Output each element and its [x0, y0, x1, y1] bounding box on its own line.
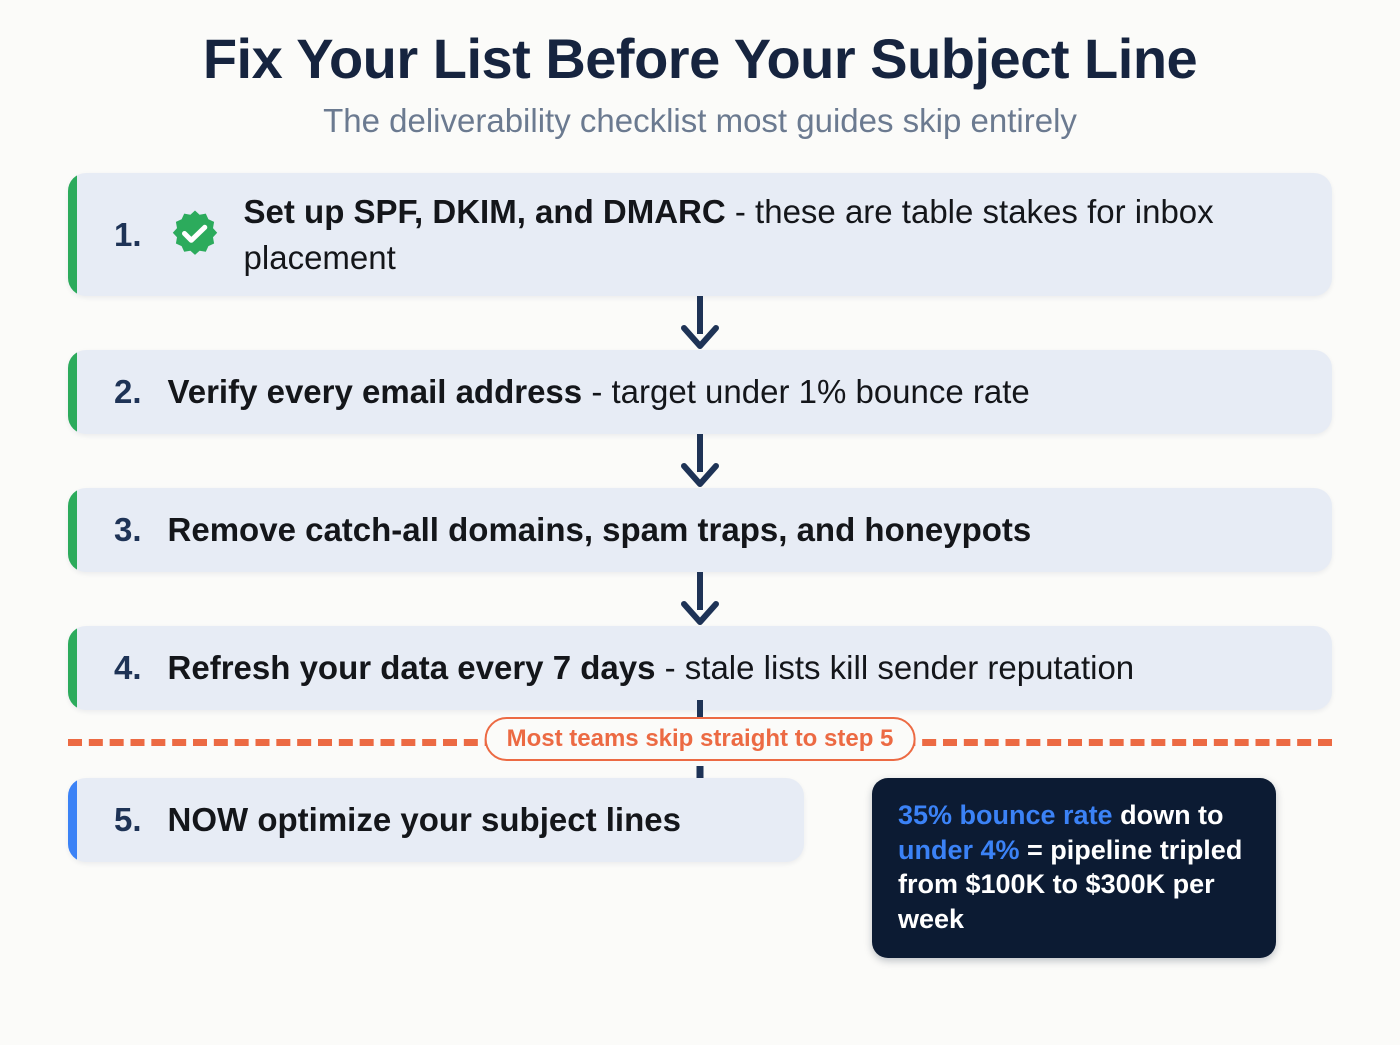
step-row-4: 4. Refresh your data every 7 days - stal… [0, 626, 1400, 711]
step-lead-1: Set up SPF, DKIM, and DMARC [243, 193, 726, 231]
step-accent-bar-4 [68, 626, 77, 711]
step-number-4: 4. [114, 649, 142, 687]
result-outcome-text: = pipeline tripled from $100K to $300K p… [898, 834, 1243, 934]
step-card-3[interactable]: 3. Remove catch-all domains, spam traps,… [68, 488, 1332, 573]
result-metric-before: 35% bounce rate [898, 800, 1113, 831]
step-card-2[interactable]: 2. Verify every email address - target u… [68, 350, 1332, 435]
step-row-2: 2. Verify every email address - target u… [0, 350, 1400, 435]
step-accent-bar-1 [68, 173, 77, 297]
step-text-4: Refresh your data every 7 days - stale l… [168, 645, 1135, 691]
result-connector-text: down to [1112, 800, 1224, 831]
step-lead-4: Refresh your data every 7 days [167, 649, 656, 687]
step-accent-bar-2 [68, 350, 77, 435]
verified-check-badge-icon [168, 208, 222, 262]
final-row: 5. NOW optimize your subject lines 35% b… [0, 766, 1400, 959]
step-number-3: 3. [114, 511, 142, 549]
step-text-1: Set up SPF, DKIM, and DMARC - these are … [244, 189, 1310, 280]
step-text-2: Verify every email address - target unde… [168, 369, 1030, 415]
step-number-5: 5. [114, 801, 142, 839]
step-lead-2: Verify every email address [167, 373, 583, 411]
step-accent-bar-5 [68, 778, 77, 863]
step-number-1: 1. [114, 215, 142, 253]
step-text-3: Remove catch-all domains, spam traps, an… [168, 507, 1032, 553]
steps-stack: 1. Set up SPF, DKIM, and DMARC - these a… [0, 173, 1400, 959]
result-callout-box: 35% bounce rate down to under 4% = pipel… [872, 778, 1276, 959]
step-number-2: 2. [114, 373, 142, 411]
connector-arrow-1-2 [0, 296, 1400, 350]
divider-label-pill: Most teams skip straight to step 5 [484, 717, 916, 762]
connector-arrow-2-3 [0, 434, 1400, 488]
step-card-1[interactable]: 1. Set up SPF, DKIM, and DMARC - these a… [68, 173, 1332, 297]
step-lead-5: NOW optimize your subject lines [167, 801, 681, 839]
step-card-4[interactable]: 4. Refresh your data every 7 days - stal… [68, 626, 1332, 711]
divider-connector-stub [697, 700, 703, 725]
connector-arrow-3-4 [0, 572, 1400, 626]
skip-divider: Most teams skip straight to step 5 [0, 700, 1400, 768]
step-rest-2: - target under 1% bounce rate [582, 373, 1030, 411]
page-subtitle: The deliverability checklist most guides… [323, 101, 1077, 139]
step-text-5: NOW optimize your subject lines [168, 797, 681, 843]
step-accent-bar-3 [68, 488, 77, 573]
step-rest-1: - these are table stakes for inbox place… [243, 193, 1214, 276]
result-metric-after: under 4% [898, 834, 1020, 865]
step-rest-4: - stale lists kill sender reputation [655, 649, 1135, 687]
step-card-5[interactable]: 5. NOW optimize your subject lines [68, 778, 804, 863]
step-lead-3: Remove catch-all domains, spam traps, an… [167, 511, 1032, 549]
page-header: Fix Your List Before Your Subject Line T… [0, 0, 1400, 139]
page-title: Fix Your List Before Your Subject Line [202, 27, 1198, 90]
step-row-3: 3. Remove catch-all domains, spam traps,… [0, 488, 1400, 573]
step-row-1: 1. Set up SPF, DKIM, and DMARC - these a… [0, 173, 1400, 297]
